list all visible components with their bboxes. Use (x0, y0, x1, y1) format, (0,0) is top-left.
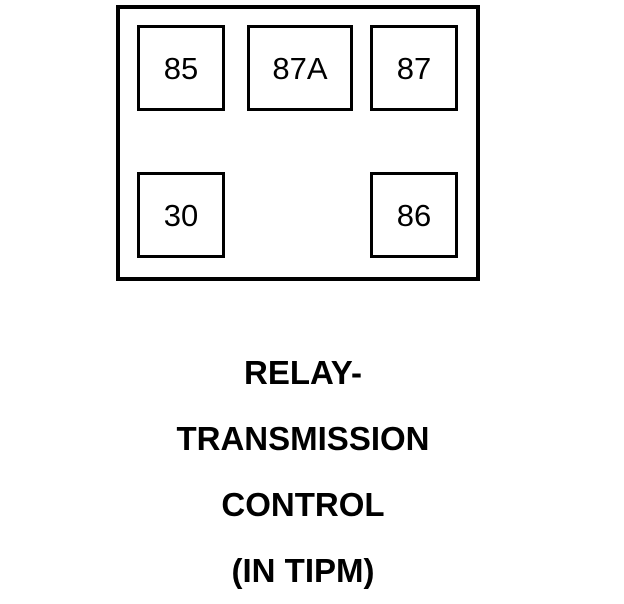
caption-line-4: (IN TIPM) (231, 552, 375, 589)
relay-terminal-30-label: 30 (163, 197, 199, 233)
caption-line-3: CONTROL (221, 486, 385, 523)
relay-terminal-87[interactable]: 87 (370, 25, 458, 111)
relay-terminal-30[interactable]: 30 (137, 172, 225, 258)
relay-terminal-85-label: 85 (163, 50, 199, 86)
diagram-caption: RELAY- TRANSMISSION CONTROL (IN TIPM) (0, 340, 606, 604)
relay-terminal-87a-label: 87A (272, 50, 328, 86)
relay-terminal-85[interactable]: 85 (137, 25, 225, 111)
relay-terminal-87-label: 87 (396, 50, 432, 86)
relay-terminal-86-label: 86 (396, 197, 432, 233)
relay-terminal-87a[interactable]: 87A (247, 25, 353, 111)
caption-line-2: TRANSMISSION (176, 420, 430, 457)
caption-line-1: RELAY- (244, 354, 362, 391)
relay-body-outline: 85 87A 87 30 86 (116, 5, 480, 281)
relay-terminal-86[interactable]: 86 (370, 172, 458, 258)
